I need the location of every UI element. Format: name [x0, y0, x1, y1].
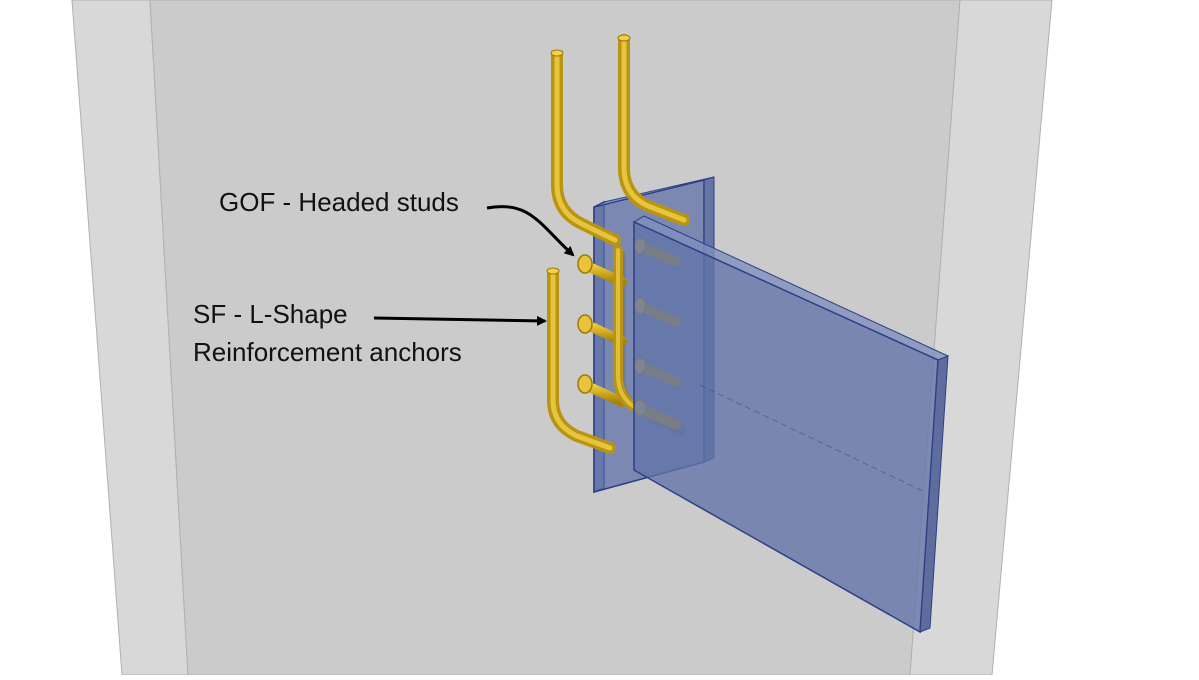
steel-beam: [632, 215, 950, 634]
l-shape-arrow: [373, 315, 547, 326]
rebar-top-end: [546, 267, 560, 275]
headed-studs-arrow: [486, 205, 575, 257]
beam-centerline: [699, 384, 926, 493]
annotation-arrows: [373, 205, 575, 326]
l-shape-label-line2: Reinforcement anchors: [193, 337, 462, 367]
l-shape-anchors-label: SF - L-Shape Reinforcement anchors: [193, 295, 462, 371]
headed-studs-label: GOF - Headed studs: [219, 187, 459, 217]
rebar-top-end: [550, 49, 564, 57]
beam-web-edge: [919, 355, 949, 633]
stud-head: [577, 254, 593, 274]
stud-head: [577, 374, 593, 394]
l-shape-label-line1: SF - L-Shape: [193, 299, 348, 329]
headed-stud: [577, 374, 627, 407]
stud-head: [577, 314, 593, 334]
rebar-top-end: [617, 34, 631, 42]
